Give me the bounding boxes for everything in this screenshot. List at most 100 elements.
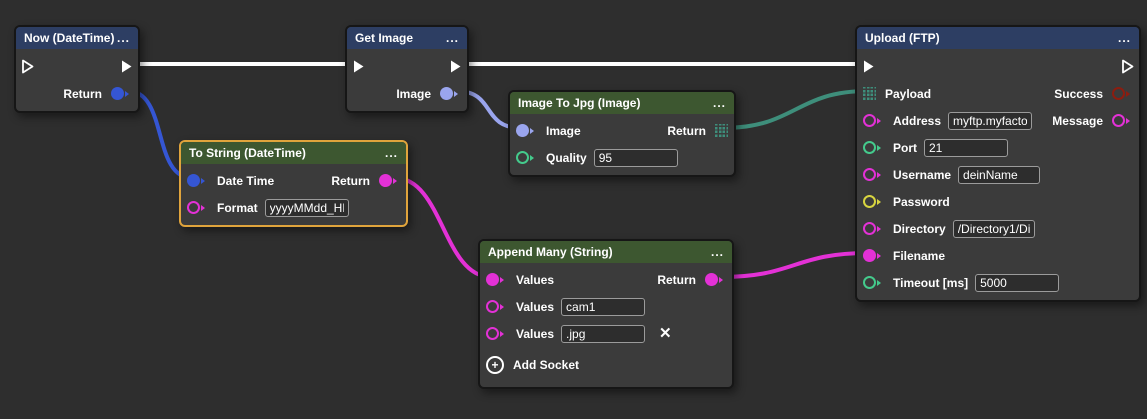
input-label: Timeout [ms]	[893, 275, 969, 290]
wire-append-return-to-upload-filename[interactable]	[719, 251, 870, 279]
socket-circle	[187, 174, 200, 187]
exec-output-pin[interactable]	[1121, 59, 1134, 74]
node-menu-button[interactable]: ...	[445, 31, 459, 45]
output-socket-return[interactable]	[705, 273, 726, 286]
node-header-append-many-string[interactable]: Append Many (String)...	[480, 241, 732, 263]
input-socket-quality[interactable]	[516, 151, 537, 164]
values-input[interactable]	[561, 297, 646, 316]
input-label: Image	[546, 123, 581, 138]
node-menu-button[interactable]: ...	[1117, 31, 1131, 45]
node-title: Get Image	[355, 31, 414, 45]
socket-arrow	[1126, 90, 1133, 97]
output-label: Message	[1052, 113, 1103, 128]
input-socket-date-time[interactable]	[187, 174, 208, 187]
exec-input-pin[interactable]	[862, 59, 875, 74]
exec-output-pin[interactable]	[120, 59, 133, 74]
socket-arrow	[201, 204, 208, 211]
socket-arrow	[393, 177, 400, 184]
output-label: Return	[331, 173, 370, 188]
values-input[interactable]	[561, 324, 646, 343]
exec-row	[16, 52, 138, 80]
socket-row: Image Return	[510, 117, 734, 144]
output-label: Image	[396, 86, 431, 101]
address-input[interactable]	[948, 111, 1033, 130]
input-socket-address[interactable]	[863, 114, 884, 127]
input-socket-port[interactable]	[863, 141, 884, 154]
output-label: Return	[667, 123, 706, 138]
node-header-get-image[interactable]: Get Image...	[347, 27, 467, 49]
input-label: Filename	[893, 248, 946, 263]
output-socket-success[interactable]	[1112, 87, 1133, 100]
input-socket-directory[interactable]	[863, 222, 884, 235]
remove-socket-button[interactable]: ✕	[659, 325, 672, 342]
exec-output-pin[interactable]	[449, 59, 462, 74]
exec-row	[347, 52, 467, 80]
input-socket-values[interactable]	[486, 273, 507, 286]
input-socket-payload[interactable]	[863, 87, 876, 100]
socket-row: Values	[480, 293, 732, 320]
input-label: Directory	[893, 221, 946, 236]
exec-input-pin[interactable]	[21, 59, 34, 74]
socket-row: Return	[16, 80, 138, 107]
input-socket-values[interactable]	[486, 300, 507, 313]
node-upload-ftp[interactable]: Upload (FTP)...PayloadSuccessAddressMess…	[855, 25, 1141, 302]
output-socket-return[interactable]	[111, 87, 132, 100]
input-socket-image[interactable]	[516, 124, 537, 137]
node-header-to-string-datetime[interactable]: To String (DateTime)...	[181, 142, 406, 164]
timeout-ms-input[interactable]	[975, 273, 1060, 292]
output-socket-image[interactable]	[440, 87, 461, 100]
node-menu-button[interactable]: ...	[384, 146, 398, 160]
output-label: Return	[63, 86, 102, 101]
node-now-datetime[interactable]: Now (DateTime)... Return	[14, 25, 140, 113]
node-get-image[interactable]: Get Image... Image	[345, 25, 469, 113]
exec-row	[857, 52, 1139, 80]
socket-row: Quality	[510, 144, 734, 171]
port-input[interactable]	[924, 138, 1008, 157]
node-body: Return	[16, 49, 138, 111]
format-input[interactable]	[264, 198, 349, 217]
output-socket-return[interactable]	[715, 124, 728, 137]
quality-input[interactable]	[593, 148, 678, 167]
input-socket-format[interactable]	[187, 201, 208, 214]
exec-input-pin[interactable]	[352, 59, 365, 74]
input-socket-password[interactable]	[863, 195, 884, 208]
wire-jpg-return-to-upload-payload[interactable]	[721, 89, 870, 130]
directory-input[interactable]	[952, 219, 1035, 238]
add-socket-row[interactable]: + Add Socket	[480, 347, 732, 383]
node-header-upload-ftp[interactable]: Upload (FTP)...	[857, 27, 1139, 49]
wire-tostring-return-to-append-values[interactable]	[393, 176, 493, 279]
socket-circle	[863, 168, 876, 181]
input-label: Address	[893, 113, 942, 128]
input-socket-username[interactable]	[863, 168, 884, 181]
input-label: Payload	[885, 86, 932, 101]
input-socket-filename[interactable]	[863, 249, 884, 262]
node-title: To String (DateTime)	[189, 146, 306, 160]
node-header-now-datetime[interactable]: Now (DateTime)...	[16, 27, 138, 49]
socket-arrow	[877, 279, 884, 286]
output-socket-return[interactable]	[379, 174, 400, 187]
node-menu-button[interactable]: ...	[710, 245, 724, 259]
username-input[interactable]	[958, 165, 1041, 184]
socket-circle	[440, 87, 453, 100]
socket-circle	[486, 327, 499, 340]
add-socket-icon[interactable]: +	[486, 356, 504, 374]
add-socket-label: Add Socket	[513, 358, 580, 372]
socket-arrow	[877, 144, 884, 151]
node-title: Append Many (String)	[488, 245, 613, 259]
input-socket-values[interactable]	[486, 327, 507, 340]
socket-arrow	[201, 177, 208, 184]
node-menu-button[interactable]: ...	[712, 96, 726, 110]
output-socket-message[interactable]	[1112, 114, 1133, 127]
socket-circle	[863, 195, 876, 208]
socket-row: Filename	[857, 242, 1139, 269]
input-socket-timeout-ms[interactable]	[863, 276, 884, 289]
socket-row: Port	[857, 134, 1139, 161]
node-header-image-to-jpg[interactable]: Image To Jpg (Image)...	[510, 92, 734, 114]
node-menu-button[interactable]: ...	[116, 31, 130, 45]
